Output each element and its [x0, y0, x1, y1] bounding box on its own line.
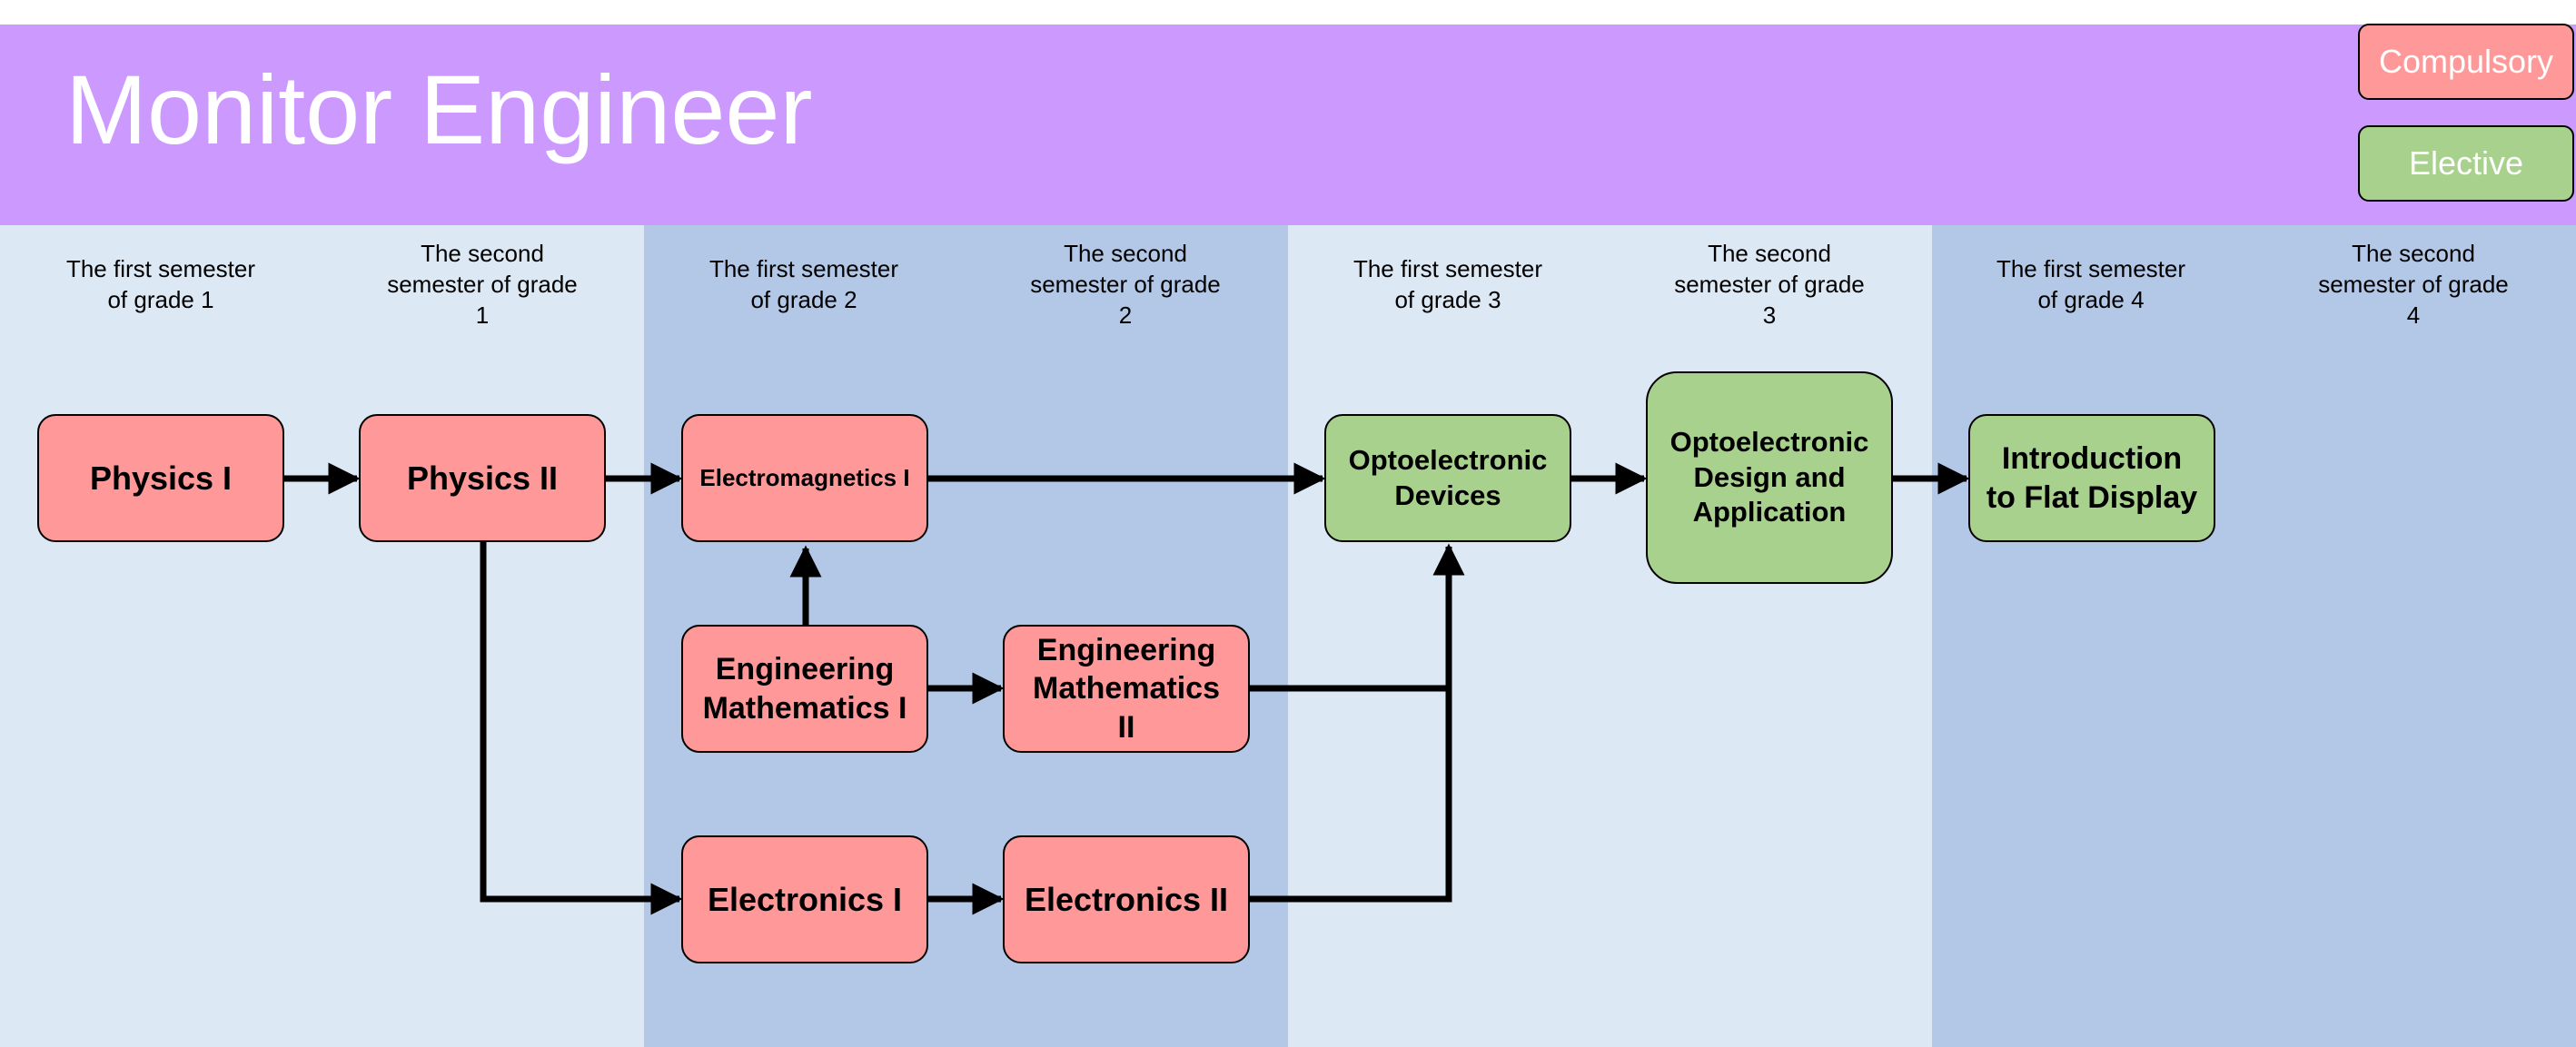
column-grade4	[1932, 224, 2576, 1047]
semester-label-g4-s2: The second semester of grade 4	[2318, 240, 2509, 329]
column-grade1	[0, 224, 644, 1047]
course-engineering-mathematics-2: Engineering Mathematics II	[1003, 625, 1250, 753]
semester-label-g4-s1: The first semester of grade 4	[1996, 255, 2186, 313]
course-electronics-2: Electronics II	[1003, 835, 1250, 963]
course-optoelectronic-devices: Optoelectronic Devices	[1324, 414, 1571, 542]
semester-label-g3-s1: The first semester of grade 3	[1352, 255, 1543, 313]
legend-elective: Elective	[2358, 125, 2574, 202]
legend-compulsory: Compulsory	[2358, 24, 2574, 100]
semester-label-g1-s2: The second semester of grade 1	[387, 240, 578, 329]
course-physics-2: Physics II	[359, 414, 606, 542]
page-title: Monitor Engineer	[65, 54, 813, 164]
column-grade3	[1288, 224, 1932, 1047]
arrow-electronics2-to-optodevices	[1250, 543, 1465, 903]
semester-label-g1-s1: The first semester of grade 1	[65, 255, 256, 313]
semester-label-g2-s2: The second semester of grade 2	[1030, 240, 1221, 329]
course-optoelectronic-design-and-application: Optoelectronic Design and Application	[1646, 371, 1893, 584]
course-physics-1: Physics I	[37, 414, 284, 542]
semester-label-g3-s2: The second semester of grade 3	[1674, 240, 1865, 329]
header-banner: Monitor Engineer	[0, 25, 2576, 225]
arrow-physics2-to-electronics1	[480, 542, 683, 915]
course-introduction-to-flat-display: Introduction to Flat Display	[1968, 414, 2215, 542]
course-engineering-mathematics-1: Engineering Mathematics I	[681, 625, 928, 753]
semester-label-g2-s1: The first semester of grade 2	[708, 255, 899, 313]
course-electronics-1: Electronics I	[681, 835, 928, 963]
course-electromagnetics-1: Electromagnetics I	[681, 414, 928, 542]
